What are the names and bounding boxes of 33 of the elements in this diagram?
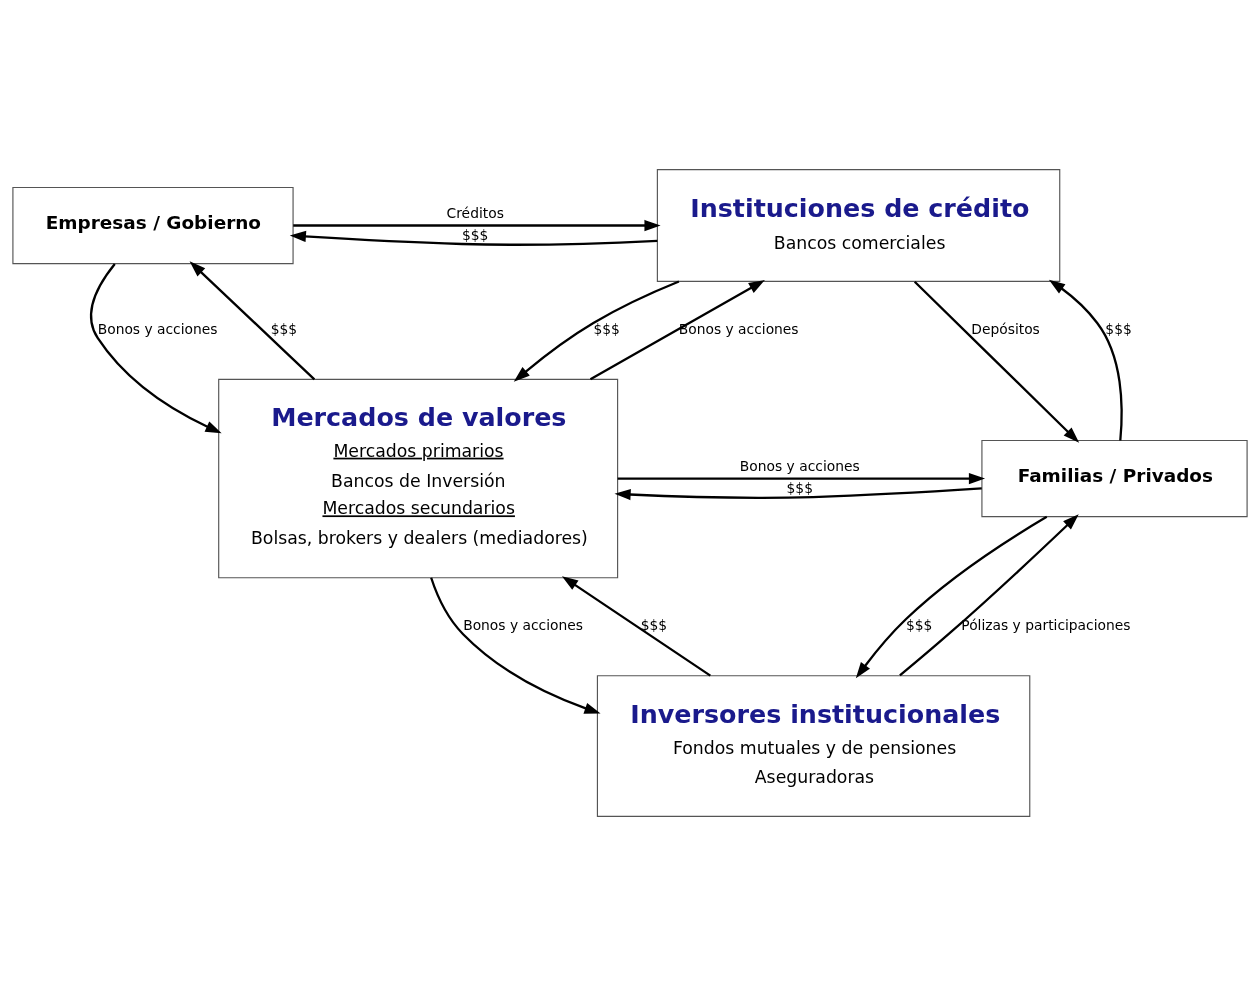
edge-label: Depósitos [971, 320, 1040, 337]
arrow [617, 472, 986, 484]
arrow [855, 515, 1048, 678]
arrow [589, 279, 765, 380]
node-box: Empresas / Gobierno [12, 186, 294, 264]
arrow [289, 230, 658, 246]
edge-label: $$$ [462, 226, 489, 243]
arrow [513, 279, 680, 382]
edge-label: $$$ [640, 616, 668, 633]
edge-label: $$$ [270, 320, 298, 337]
arrow [913, 280, 1080, 443]
node-box: Inversores institucionales Fondos mutuales y de pensiones Aseguradoras [596, 674, 1031, 817]
node-box: Mercados de valores Mercados primarios Bancos de Inversión Mercados secundarios Bolsas, brokers y dealers (mediadores) [218, 378, 619, 578]
edge-label: $$$ [1105, 320, 1132, 337]
edge-label: $$$ [786, 479, 813, 496]
arrow [189, 260, 316, 380]
arrow [293, 219, 661, 231]
arrow [90, 262, 222, 433]
edge-label: Pólizas y participaciones [961, 616, 1131, 633]
arrow [430, 576, 601, 714]
edge-label: Créditos [446, 204, 504, 221]
edge-label: $$$ [905, 616, 933, 633]
node-box: Instituciones de crédito Bancos comerciales [656, 168, 1061, 282]
edge-label: Bonos y acciones [678, 320, 799, 337]
edge-label: Bonos y acciones [463, 616, 583, 633]
edge-label: Bonos y acciones [97, 320, 218, 337]
arrow [1048, 279, 1123, 441]
arrow [899, 513, 1079, 676]
edge-label: Bonos y acciones [739, 457, 860, 474]
edge-label: $$$ [593, 320, 620, 337]
node-box: Familias / Privados [981, 439, 1248, 517]
arrow [614, 486, 982, 500]
arrow [561, 575, 711, 677]
